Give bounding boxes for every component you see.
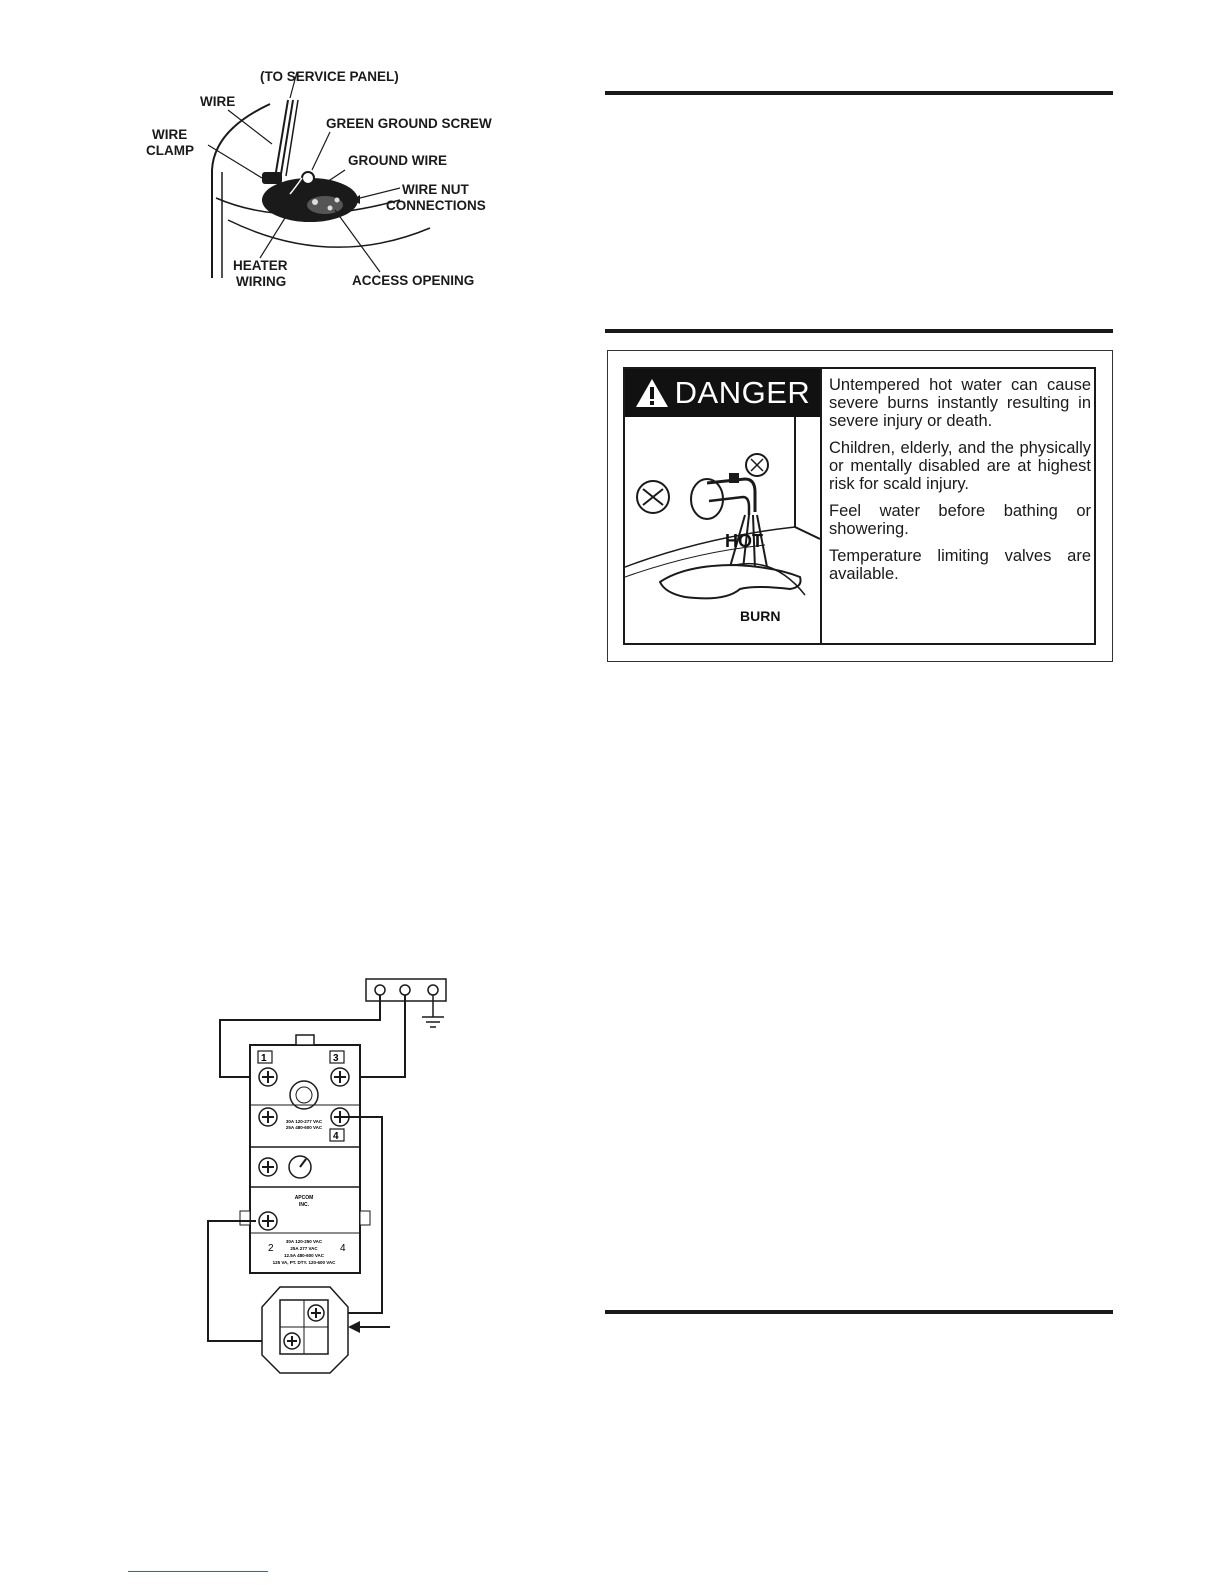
danger-header: DANGER (625, 369, 820, 417)
danger-text-p2: Children, elderly, and the physically or… (829, 439, 1091, 493)
danger-text-p3: Feel water before bathing or showering. (829, 502, 1091, 538)
label-wire-nut-1: WIRE NUT (402, 182, 469, 197)
burn-label: BURN (740, 608, 780, 624)
danger-label: DANGER (607, 350, 1113, 662)
rating-line-3: 30A 120-250 VAC (286, 1239, 323, 1244)
label-access-opening: ACCESS OPENING (352, 273, 474, 288)
section-rule-middle (605, 329, 1113, 333)
danger-title: DANGER (674, 375, 811, 410)
label-heater-wiring-1: HEATER (233, 258, 288, 273)
hot-label: HOT (725, 531, 763, 551)
danger-pictogram-panel: DANGER (625, 369, 822, 643)
danger-text: Untempered hot water can cause severe bu… (829, 376, 1091, 592)
label-wire: WIRE (200, 94, 235, 109)
terminal-3-label: 3 (333, 1053, 339, 1064)
rating-line-5: 12.5A 480-600 VAC (284, 1253, 325, 1258)
warning-triangle-icon (635, 379, 668, 407)
rating-line-6: 125 VA, PT. DTY. 120-600 VAC (273, 1260, 337, 1265)
danger-text-p1: Untempered hot water can cause severe bu… (829, 376, 1091, 430)
danger-label-inner: DANGER (623, 367, 1096, 645)
brand-label: APCOM (295, 1195, 314, 1201)
rating-line-1: 30A 120-277 VAC (286, 1119, 323, 1124)
bottom-link-underline (128, 1571, 268, 1572)
label-ground-wire: GROUND WIRE (348, 153, 447, 168)
brand-label-2: INC. (299, 1202, 310, 1208)
terminal-4-label: 4 (333, 1131, 339, 1142)
lower-terminal-4-label: 4 (340, 1243, 346, 1254)
label-heater-wiring-2: WIRING (236, 274, 286, 289)
danger-text-p4: Temperature limiting valves are availabl… (829, 547, 1091, 583)
section-rule-top (605, 91, 1113, 95)
label-to-service-panel: (TO SERVICE PANEL) (260, 69, 399, 84)
label-wire-nut-2: CONNECTIONS (386, 198, 486, 213)
rating-line-2: 25A 480-600 VAC (286, 1125, 323, 1130)
label-green-ground-screw: GREEN GROUND SCREW (326, 116, 492, 131)
label-wire-clamp-2: CLAMP (146, 143, 194, 158)
lower-terminal-2-label: 2 (268, 1243, 274, 1254)
scald-pictogram: HOT BURN (625, 417, 820, 624)
terminal-1-label: 1 (261, 1053, 267, 1064)
section-rule-bottom (605, 1310, 1113, 1314)
label-wire-clamp-1: WIRE (152, 127, 187, 142)
thermostat-wiring-diagram: 1 3 30A 120-277 VAC 25A 480-600 VAC 4 AP… (207, 978, 447, 1374)
junction-box-wiring-figure: (TO SERVICE PANEL) WIRE GREEN GROUND SCR… (146, 69, 492, 289)
rating-line-4: 25A 277 VAC (290, 1246, 318, 1251)
